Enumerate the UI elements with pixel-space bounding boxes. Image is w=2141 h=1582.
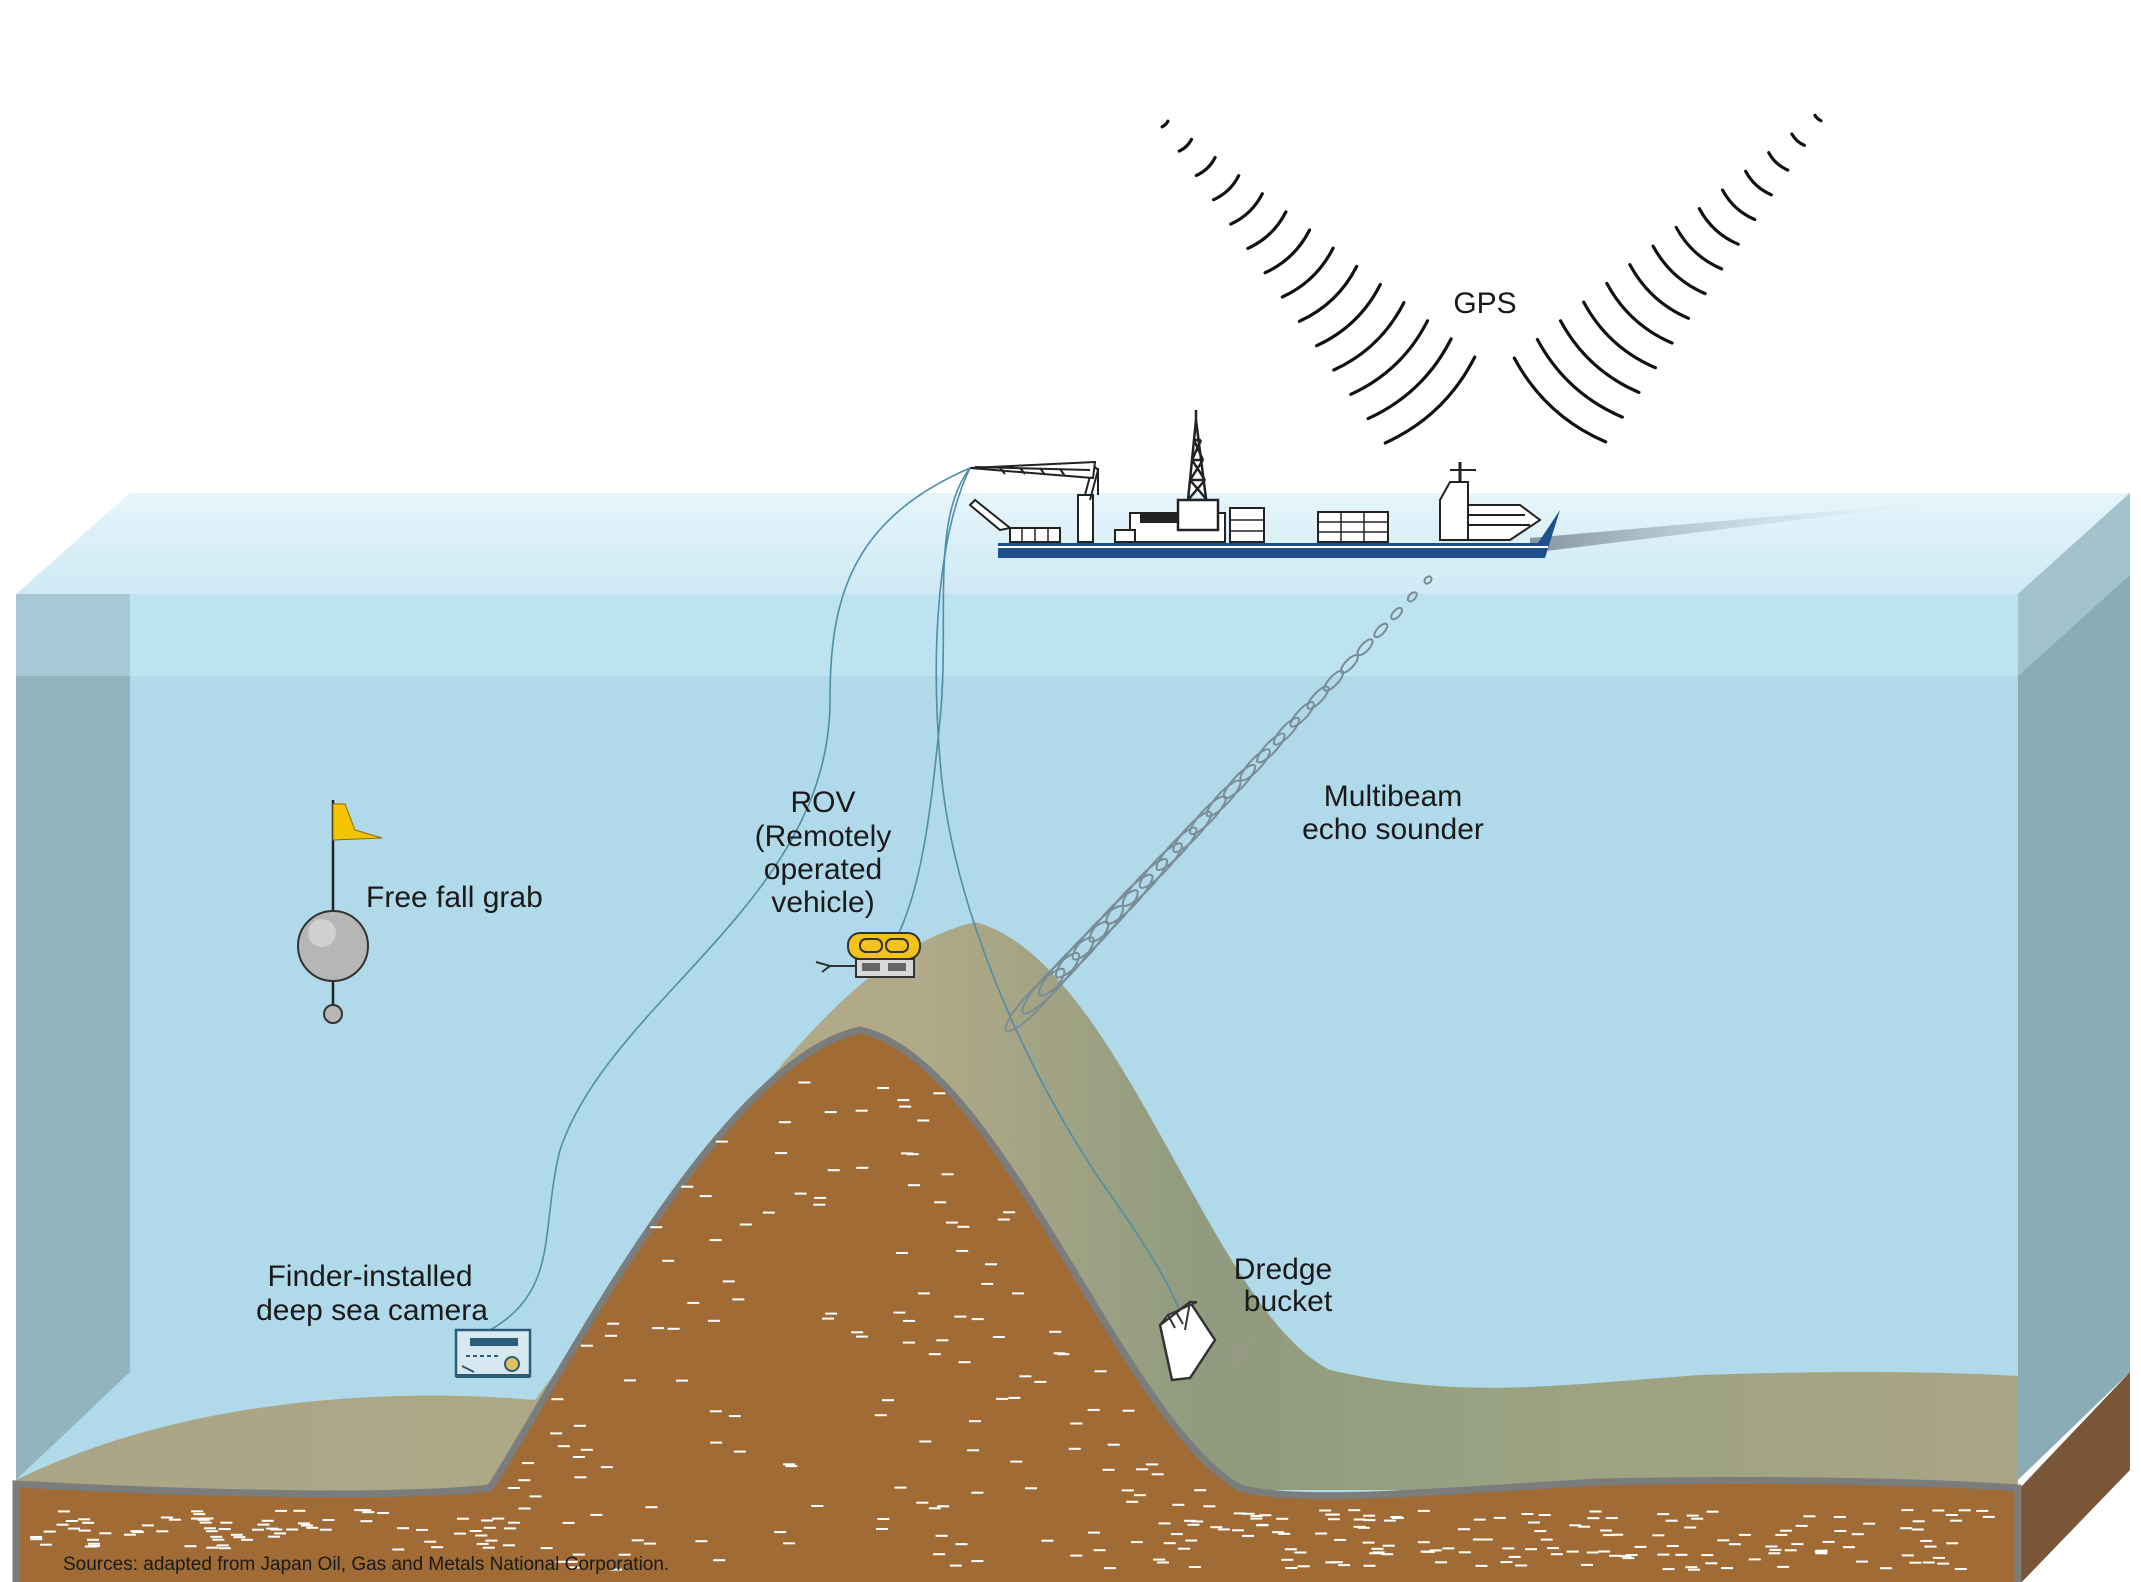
camera-label-line2: deep sea camera <box>256 1294 488 1327</box>
gps-label: GPS <box>1453 287 1516 320</box>
gps-wave-arc <box>1246 210 1288 250</box>
survey-ship-icon <box>968 410 1560 558</box>
echo-ring <box>1272 716 1301 746</box>
echo-ring <box>1038 936 1095 997</box>
echo-ring <box>1323 669 1345 692</box>
drilling-derrick <box>1176 410 1220 532</box>
gps-wave-arc <box>1212 174 1241 202</box>
multibeam-echo-rings <box>1004 575 1433 1033</box>
echo-ring <box>1105 873 1154 925</box>
water-right-side <box>2018 493 2130 1480</box>
gps-wave-arc <box>1697 207 1740 246</box>
gps-wave-arc <box>1194 155 1217 177</box>
echo-ring <box>1289 701 1315 728</box>
signal-wave-icon <box>1160 113 1823 445</box>
echo-ring <box>1423 575 1433 585</box>
echo-ring <box>1172 810 1213 854</box>
gps-wave-arc <box>1332 301 1406 372</box>
water-surface-band <box>16 594 2018 676</box>
echo-ring <box>1155 826 1198 871</box>
water-right-edge <box>2018 493 2130 676</box>
echo-ring <box>1239 748 1271 782</box>
gps-wave-arc <box>1512 356 1608 444</box>
echo-ring <box>1256 732 1286 764</box>
gps-wave-arc <box>1177 137 1194 153</box>
dredge-label-line2: bucket <box>1244 1285 1333 1318</box>
rov-label-line4: vehicle) <box>771 886 874 919</box>
rov-label-line2: (Remotely <box>755 820 892 853</box>
gps-wave-arc <box>1582 300 1657 370</box>
gps-wave-arc <box>1263 228 1312 275</box>
echo-ring <box>1373 622 1389 639</box>
gps-wave-arc <box>1790 132 1806 147</box>
gps-wave-arc <box>1674 225 1724 271</box>
multibeam-label-line1: Multibeam <box>1324 780 1462 813</box>
flag-icon <box>332 803 383 841</box>
echo-ring <box>1306 685 1330 710</box>
echo-ring <box>1138 842 1183 889</box>
rov-icon <box>815 932 921 978</box>
echo-ring <box>1406 591 1418 603</box>
gps-wave-arc <box>1315 282 1382 348</box>
source-note: Sources: adapted from Japan Oil, Gas and… <box>63 1554 669 1575</box>
gps-wave-arc <box>1383 355 1477 445</box>
cables <box>489 467 1186 1331</box>
rock-side-face <box>2018 1372 2130 1582</box>
gps-wave-arc <box>1605 281 1674 345</box>
gps-wave-arc <box>1366 337 1453 421</box>
rov-label-line1: ROV <box>790 786 855 819</box>
water-left-edge-top <box>16 594 130 676</box>
gps-wave-arc <box>1744 169 1773 197</box>
rov-cable <box>889 467 971 951</box>
echo-ring <box>1004 967 1066 1033</box>
echo-ring <box>1356 638 1374 657</box>
echo-ring <box>1071 905 1125 961</box>
camera-label-line1: Finder-installed <box>267 1260 472 1293</box>
camera-cable <box>489 467 971 1331</box>
echo-ring <box>1088 889 1139 943</box>
gps-wave-arc <box>1651 244 1707 296</box>
ship-crane <box>968 460 1100 543</box>
dredge-cable <box>935 467 1186 1331</box>
water-left-edge <box>16 594 130 1480</box>
seabed <box>12 922 2130 1582</box>
echo-ring <box>1188 795 1227 836</box>
gps-wave-arc <box>1535 337 1624 419</box>
gps-wave-arc <box>1229 192 1264 226</box>
rov-label-line3: operated <box>764 853 882 886</box>
gps-wave-arc <box>1767 151 1790 172</box>
dredge-label-line1: Dredge <box>1234 1253 1332 1286</box>
gps-wave-arc <box>1628 263 1691 320</box>
gps-wave-arc <box>1280 246 1335 299</box>
ship-wake <box>1530 500 1960 553</box>
echo-ring <box>1339 654 1359 674</box>
gps-wave-arc <box>1297 264 1359 323</box>
echo-ring <box>1222 763 1257 800</box>
echo-ring <box>1021 952 1081 1015</box>
gps-wave-arc <box>1160 119 1170 129</box>
echo-ring <box>1054 920 1110 979</box>
multibeam-label-line2: echo sounder <box>1302 813 1484 846</box>
echo-ring <box>1205 779 1242 818</box>
gps-wave-arc <box>1813 113 1823 123</box>
echo-ring <box>1390 606 1404 621</box>
gps-wave-arc <box>1720 188 1757 222</box>
dredge-bucket-icon <box>1158 1300 1260 1382</box>
deep-sea-camera-icon <box>454 1328 532 1378</box>
rock-layer <box>12 1026 2022 1582</box>
free-fall-grab-icon <box>297 800 383 1024</box>
free-fall-grab-label: Free fall grab <box>366 881 543 914</box>
rock-texture-dashes <box>30 1081 1995 1571</box>
gps-wave-arc <box>1349 319 1430 396</box>
echo-ring <box>1121 857 1169 907</box>
gps-wave-arc <box>1558 319 1641 394</box>
